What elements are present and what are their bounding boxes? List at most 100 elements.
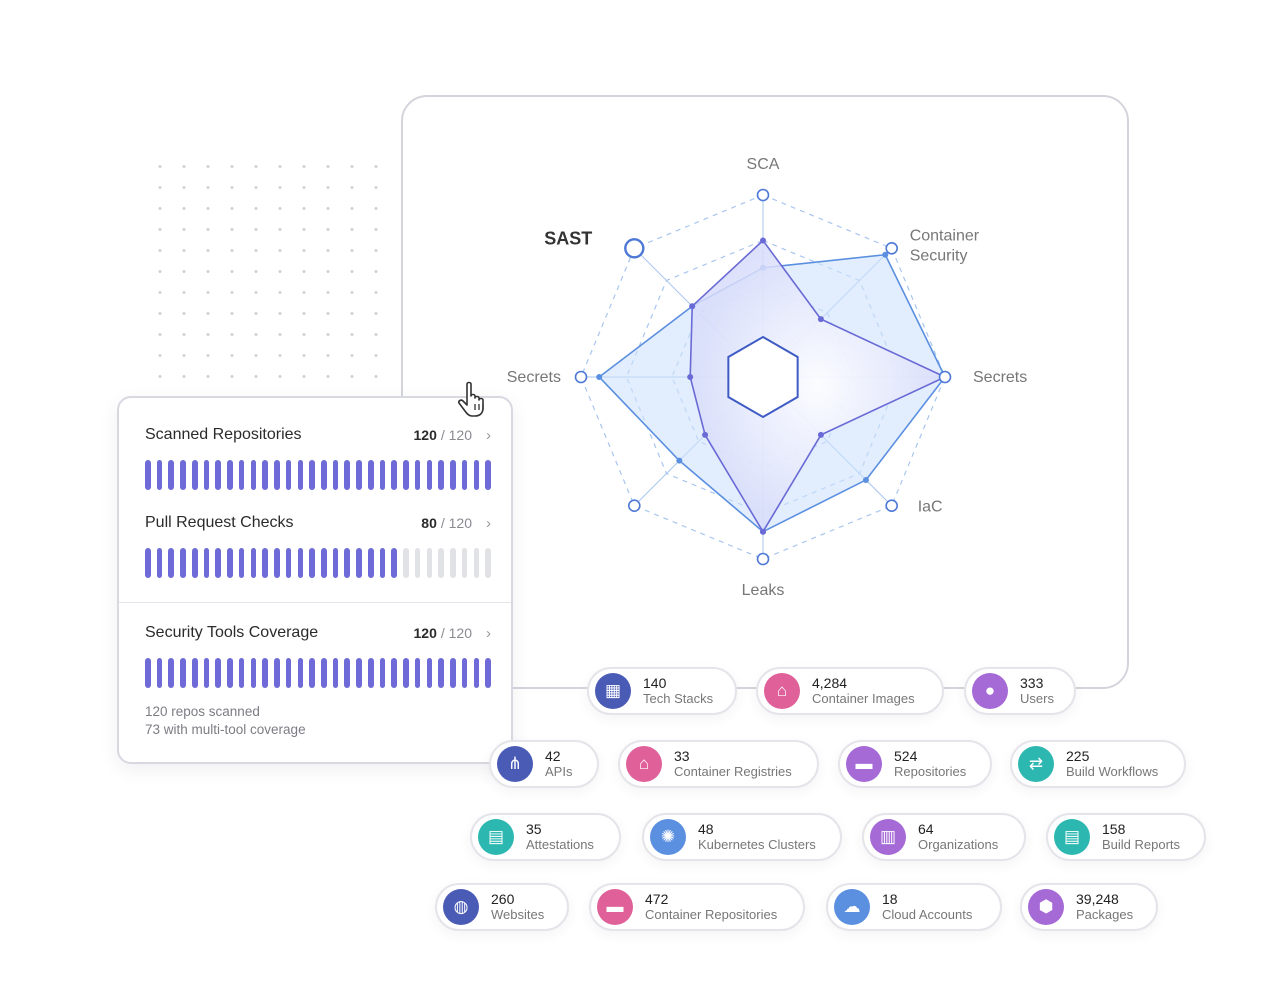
- radar-data-point: [676, 457, 683, 464]
- cloud-icon: ☁: [834, 889, 870, 925]
- dot-grid-decoration: [148, 156, 396, 392]
- radar-axis-label: Secrets: [507, 369, 561, 386]
- progress-bar-segment: [473, 548, 480, 578]
- progress-bar-segment: [274, 548, 280, 578]
- progress-bar-segment: [227, 658, 233, 688]
- progress-bar-segment: [344, 460, 351, 490]
- progress-bar-segment: [485, 460, 491, 490]
- radar-center-hexagon: [727, 335, 799, 419]
- progress-bar-segment: [309, 460, 315, 490]
- asset-count: 524: [894, 748, 918, 764]
- progress-bar-segment: [403, 658, 409, 688]
- radar-axis-label: SAST: [544, 228, 592, 248]
- radar-axis-label: Secrets: [973, 369, 1027, 386]
- asset-label: Users: [1020, 691, 1054, 706]
- asset-count: 42: [545, 748, 561, 764]
- asset-label: Kubernetes Clusters: [698, 837, 816, 852]
- asset-label: Repositories: [894, 764, 967, 779]
- progress-bar-segment: [156, 460, 163, 490]
- progress-bar-segment: [403, 460, 409, 490]
- chevron-right-icon[interactable]: ›: [486, 514, 491, 532]
- progress-bar-segment: [145, 658, 151, 688]
- metric-pull-request-checks[interactable]: Pull Request Checks 80/ 120›: [145, 512, 491, 578]
- hand-cursor-icon: [455, 378, 495, 423]
- progress-bar-segment: [262, 658, 268, 688]
- metric-security-tools-coverage[interactable]: Security Tools Coverage 120/ 120›: [145, 622, 491, 688]
- progress-bar-segment: [332, 658, 339, 688]
- metric-title: Pull Request Checks: [145, 514, 294, 531]
- progress-bar-segment: [238, 658, 245, 688]
- progress-bar-segment: [297, 658, 304, 688]
- metric-title: Scanned Repositories: [145, 426, 302, 443]
- progress-bar-segment: [379, 548, 386, 578]
- building-icon: ▥: [870, 819, 906, 855]
- asset-label: Container Repositories: [645, 907, 778, 922]
- radar-axis-label: IaC: [918, 499, 943, 516]
- progress-bar-segment: [180, 460, 186, 490]
- progress-bar-segment: [391, 658, 398, 688]
- progress-bars: [145, 460, 491, 490]
- progress-bar-segment: [274, 460, 280, 490]
- progress-bar-segment: [367, 658, 374, 688]
- asset-count: 18: [882, 891, 898, 907]
- chevron-right-icon[interactable]: ›: [486, 426, 491, 444]
- document-icon: ▤: [478, 819, 514, 855]
- progress-bar-segment: [227, 548, 233, 578]
- divider: [119, 602, 511, 603]
- metric-scanned-repositories[interactable]: Scanned Repositories 120/ 120›: [145, 424, 491, 490]
- progress-bar-segment: [414, 460, 421, 490]
- progress-bar-segment: [485, 548, 491, 578]
- progress-bar-segment: [145, 548, 151, 578]
- radar-axis-handle: [628, 499, 641, 512]
- progress-bar-segment: [203, 658, 210, 688]
- chevron-right-icon[interactable]: ›: [486, 624, 491, 642]
- progress-bar-segment: [274, 658, 280, 688]
- workflow-icon: ⇄: [1018, 746, 1054, 782]
- progress-bar-segment: [238, 548, 245, 578]
- progress-bar-segment: [450, 548, 456, 578]
- progress-bar-segment: [250, 658, 257, 688]
- asset-count: 225: [1066, 748, 1090, 764]
- folder-icon: ▬: [846, 746, 882, 782]
- progress-bar-segment: [321, 658, 327, 688]
- tech-stack-icon: ▦: [595, 673, 631, 709]
- progress-bar-segment: [438, 460, 444, 490]
- progress-bar-segment: [250, 548, 257, 578]
- asset-label: Container Registries: [674, 764, 792, 779]
- asset-label: APIs: [545, 764, 573, 779]
- progress-bar-segment: [191, 460, 198, 490]
- progress-bar-segment: [262, 548, 268, 578]
- footnote-line: 120 repos scanned: [145, 704, 260, 719]
- progress-bar-segment: [321, 460, 327, 490]
- progress-bar-segment: [426, 658, 433, 688]
- radar-data-point: [687, 374, 694, 380]
- asset-label: Cloud Accounts: [882, 907, 973, 922]
- progress-bar-segment: [379, 658, 386, 688]
- progress-bar-segment: [262, 460, 268, 490]
- radar-data-point: [817, 316, 824, 323]
- progress-bar-segment: [203, 460, 210, 490]
- radar-data-point: [689, 303, 696, 310]
- progress-bar-segment: [426, 548, 433, 578]
- progress-bar-segment: [450, 658, 456, 688]
- progress-bar-segment: [438, 548, 444, 578]
